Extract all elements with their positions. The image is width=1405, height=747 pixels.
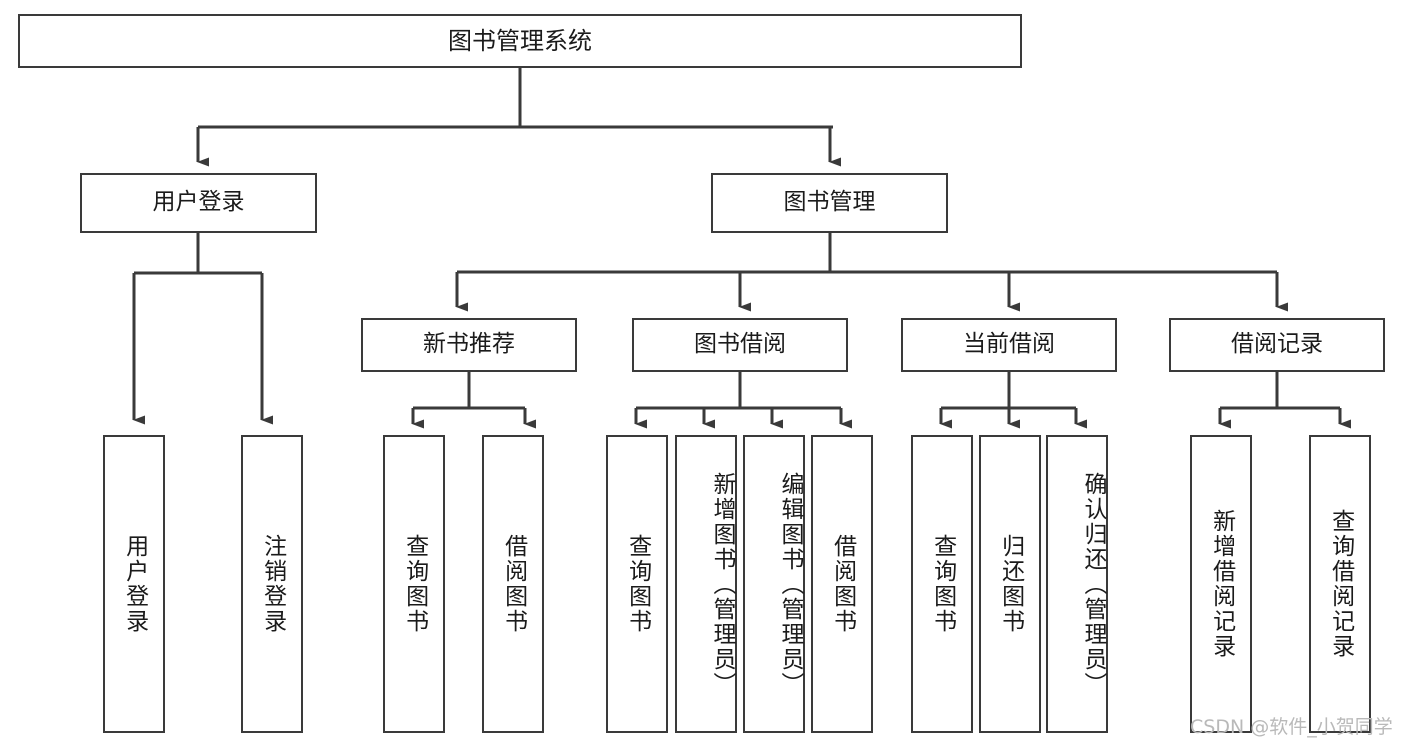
leaf-query-book-1-label: 查询图书 bbox=[401, 534, 428, 634]
node-new-book-recommend[interactable]: 新书推荐 bbox=[361, 318, 577, 372]
leaf-add-record[interactable]: 新增借阅记录 bbox=[1190, 435, 1252, 733]
leaf-query-book-3-label: 查询图书 bbox=[929, 534, 956, 634]
leaf-query-record-label: 查询借阅记录 bbox=[1327, 509, 1354, 659]
node-book-borrow[interactable]: 图书借阅 bbox=[632, 318, 848, 372]
leaf-borrow-book-2-label: 借阅图书 bbox=[829, 534, 856, 634]
leaf-query-record[interactable]: 查询借阅记录 bbox=[1309, 435, 1371, 733]
leaf-query-book-1[interactable]: 查询图书 bbox=[383, 435, 445, 733]
node-book-borrow-label: 图书借阅 bbox=[694, 331, 786, 358]
leaf-edit-book-label: 编辑图书（管理员） bbox=[777, 471, 803, 697]
node-current-borrow[interactable]: 当前借阅 bbox=[901, 318, 1117, 372]
leaf-query-book-3[interactable]: 查询图书 bbox=[911, 435, 973, 733]
node-user-login[interactable]: 用户登录 bbox=[80, 173, 317, 233]
leaf-add-record-label: 新增借阅记录 bbox=[1208, 509, 1235, 659]
node-current-borrow-label: 当前借阅 bbox=[963, 331, 1055, 358]
leaf-confirm-return-label: 确认归还（管理员） bbox=[1080, 471, 1106, 697]
node-user-login-label: 用户登录 bbox=[152, 189, 245, 216]
leaf-borrow-book-2[interactable]: 借阅图书 bbox=[811, 435, 873, 733]
node-borrow-record-label: 借阅记录 bbox=[1231, 331, 1323, 358]
node-root-label: 图书管理系统 bbox=[448, 26, 592, 55]
leaf-user-login[interactable]: 用户登录 bbox=[103, 435, 165, 733]
node-book-manage[interactable]: 图书管理 bbox=[711, 173, 948, 233]
leaf-add-book[interactable]: 新增图书（管理员） bbox=[675, 435, 737, 733]
leaf-query-book-2-label: 查询图书 bbox=[624, 534, 651, 634]
node-borrow-record[interactable]: 借阅记录 bbox=[1169, 318, 1385, 372]
leaf-logout[interactable]: 注销登录 bbox=[241, 435, 303, 733]
leaf-logout-label: 注销登录 bbox=[259, 534, 286, 634]
leaf-add-book-label: 新增图书（管理员） bbox=[709, 471, 735, 697]
leaf-user-login-label: 用户登录 bbox=[121, 534, 148, 634]
leaf-borrow-book-1[interactable]: 借阅图书 bbox=[482, 435, 544, 733]
node-book-manage-label: 图书管理 bbox=[783, 189, 876, 216]
node-new-book-recommend-label: 新书推荐 bbox=[423, 331, 515, 358]
leaf-borrow-book-1-label: 借阅图书 bbox=[500, 534, 527, 634]
leaf-confirm-return[interactable]: 确认归还（管理员） bbox=[1046, 435, 1108, 733]
leaf-return-book-label: 归还图书 bbox=[997, 534, 1024, 634]
leaf-query-book-2[interactable]: 查询图书 bbox=[606, 435, 668, 733]
leaf-edit-book[interactable]: 编辑图书（管理员） bbox=[743, 435, 805, 733]
node-root[interactable]: 图书管理系统 bbox=[18, 14, 1022, 68]
csdn-watermark: CSDN @软件_小贺同学 bbox=[1190, 716, 1393, 738]
leaf-return-book[interactable]: 归还图书 bbox=[979, 435, 1041, 733]
